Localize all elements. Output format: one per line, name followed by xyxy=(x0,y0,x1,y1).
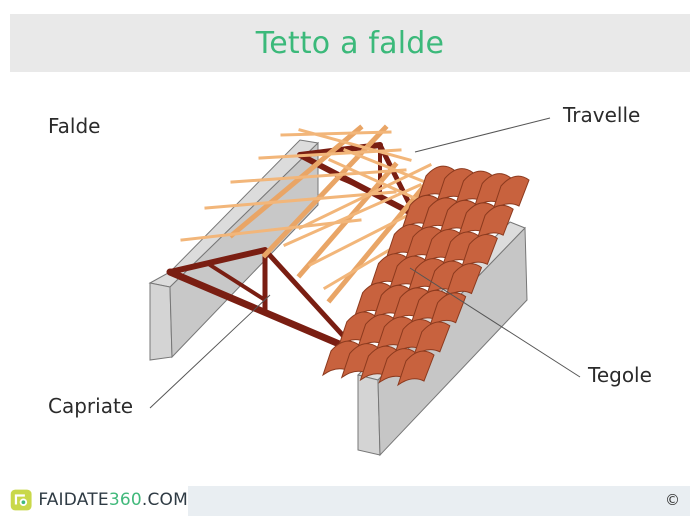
title-bar: Tetto a falde xyxy=(10,14,690,72)
right-wall-face xyxy=(357,374,381,456)
roof-diagram xyxy=(148,117,581,457)
brand-tld: .COM xyxy=(141,490,188,510)
brand-name: FAIDATE360.COM xyxy=(38,490,188,510)
leader-travelle xyxy=(414,117,551,153)
copyright: © xyxy=(665,491,680,509)
left-wall-face xyxy=(149,282,173,361)
tiles xyxy=(322,165,530,387)
label-falde: Falde xyxy=(48,114,101,138)
footer: FAIDATE360.COM © xyxy=(0,480,700,520)
brand-logo-icon xyxy=(10,489,32,511)
brand[interactable]: FAIDATE360.COM xyxy=(0,480,188,520)
label-capriate: Capriate xyxy=(48,394,134,418)
page-title: Tetto a falde xyxy=(255,25,445,61)
leader-lines xyxy=(149,117,581,409)
roof-tile xyxy=(397,350,435,387)
brand-number: 360 xyxy=(108,490,142,510)
label-travelle: Travelle xyxy=(563,103,641,127)
leader-tegole xyxy=(409,267,581,378)
brand-main: FAIDATE xyxy=(38,490,109,510)
footer-bar: © xyxy=(188,486,690,516)
label-tegole: Tegole xyxy=(588,363,652,387)
leader-capriate xyxy=(149,294,271,409)
